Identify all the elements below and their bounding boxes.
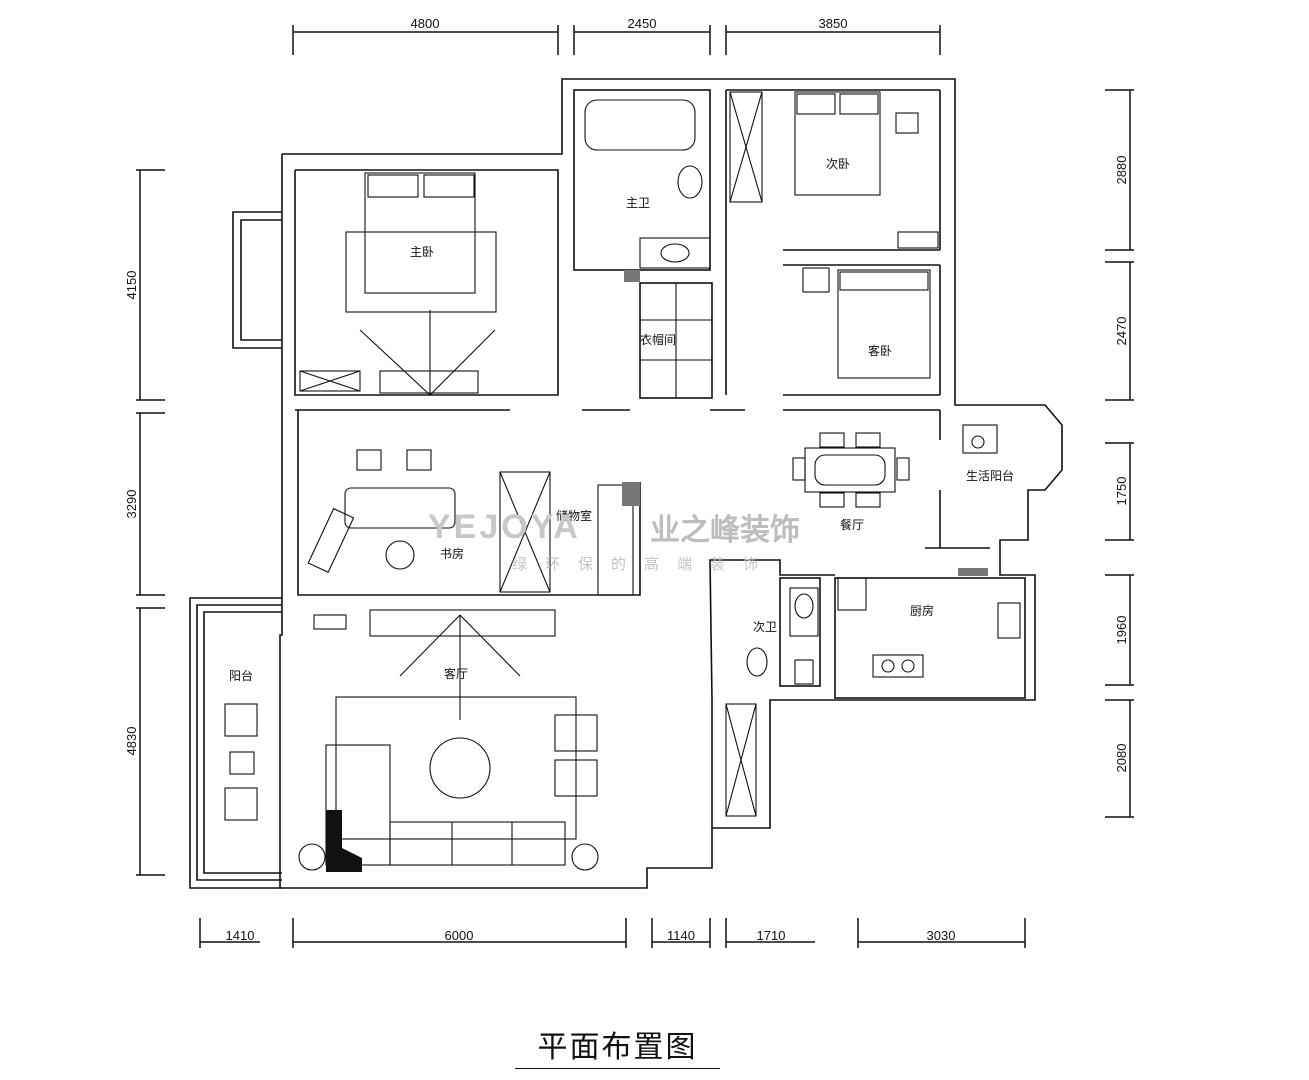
walls [189,78,1063,889]
dim-left-3: 4830 [124,727,139,756]
dim-bottom-4: 1710 [757,928,786,943]
label-second-bath: 次卫 [753,620,777,634]
dim-right-3: 1750 [1114,477,1129,506]
label-storage: 储物室 [556,508,592,523]
second-bed [794,91,881,196]
dim-top-2: 2450 [628,16,657,31]
page-title: 平面布置图 [515,1022,720,1069]
label-dining: 餐厅 [840,517,864,532]
label-kitchen: 厨房 [910,603,934,618]
master-bed [364,172,476,294]
dim-left-2: 3290 [124,490,139,519]
label-living-room: 客厅 [444,666,468,681]
dim-bottom-1: 1410 [226,928,255,943]
dim-right-4: 1960 [1114,616,1129,645]
dim-top-1: 4800 [411,16,440,31]
dim-right-5: 2080 [1114,744,1129,773]
label-utility-balcony: 生活阳台 [966,468,1014,483]
dim-right-2: 2470 [1114,317,1129,346]
guest-bed [837,269,931,379]
dim-top-3: 3850 [819,16,848,31]
label-study: 书房 [440,546,464,561]
hatched-columns [622,270,988,576]
furniture [224,91,1021,871]
dim-bottom-5: 3030 [927,928,956,943]
label-closet: 衣帽间 [640,332,676,347]
label-balcony: 阳台 [229,668,253,683]
dim-right-1: 2880 [1114,156,1129,185]
dim-left-1: 4150 [124,271,139,300]
coffee-table [429,737,491,799]
label-guest-bedroom: 客卧 [868,343,892,358]
label-second-bedroom: 次卧 [826,157,850,171]
label-master-bedroom: 主卧 [410,245,434,259]
dimension-lines [136,25,1134,948]
label-master-bath: 主卫 [626,196,650,210]
dim-bottom-3: 1140 [667,928,695,943]
watermark-brand-en: YEJOYA [428,508,581,546]
watermark-slogan: 绿环保的高端装饰 [512,555,776,573]
living-rug [335,696,577,840]
dim-bottom-2: 6000 [445,928,474,943]
watermark-brand-cn: 业之峰装饰 [650,513,800,548]
sofa-corner [326,810,362,872]
